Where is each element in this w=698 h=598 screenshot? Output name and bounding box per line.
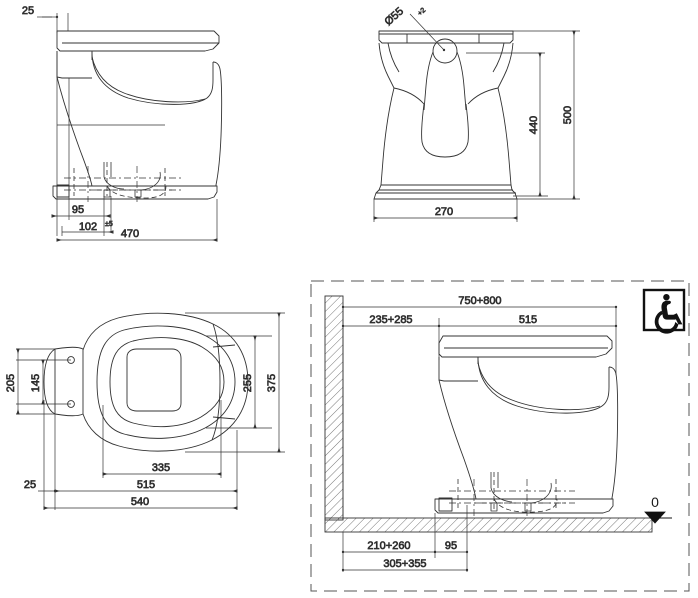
dim-label-d55-tolerance: +2	[417, 7, 428, 18]
rim-flare-right	[497, 42, 514, 89]
seat-ring-outer	[96, 325, 236, 439]
flush-inlet-circle	[432, 38, 458, 64]
datum-label-zero: 0	[651, 494, 659, 510]
bowl-upper-shell	[91, 51, 214, 105]
dim-label-335: 335	[152, 462, 170, 474]
dim-label-255: 255	[242, 374, 254, 392]
inst-bowl-right-flank	[608, 366, 619, 499]
inst-centre-lines	[449, 479, 575, 516]
pedestal-left	[380, 87, 395, 186]
leader-flush-diameter	[409, 13, 446, 52]
dim-label-500: 500	[562, 106, 574, 124]
dimensions-front-elevation: Ø55 +2 440 500 270	[373, 5, 580, 222]
bowl-rim-inner-curve	[91, 56, 206, 103]
view-plan	[43, 312, 249, 452]
dim-label-102-tolerance: ±5	[105, 221, 113, 228]
shoulder-left	[393, 87, 425, 105]
bowl-right-flank	[212, 61, 223, 186]
inst-fixing-square	[438, 497, 453, 512]
shoulder-right	[467, 87, 499, 105]
dim-label-95-inst: 95	[445, 540, 457, 552]
dim-label-210-260: 210+260	[367, 540, 410, 552]
inst-base-plinth	[434, 498, 614, 514]
installation-frame-border	[310, 280, 690, 592]
wheelchair-accessibility-icon	[642, 288, 686, 334]
seat-right-detail-arc	[211, 323, 221, 441]
seat-right-ribs	[212, 344, 236, 420]
dim-label-25-plan: 25	[24, 479, 36, 491]
dim-label-145: 145	[30, 374, 42, 392]
dim-label-270: 270	[435, 206, 453, 218]
dim-label-515-plan: 515	[137, 479, 155, 491]
inst-bowl-rim-curve	[477, 362, 601, 411]
view-side-elevation	[52, 30, 223, 202]
dim-label-750-800: 750+800	[458, 295, 501, 307]
dim-label-440: 440	[528, 116, 540, 134]
dim-label-515-inst: 515	[519, 314, 537, 326]
pedestal-right	[497, 87, 512, 186]
neck-left	[423, 51, 434, 111]
cistern-lid-outline	[56, 30, 220, 52]
dim-label-205: 205	[5, 374, 17, 392]
dim-label-540: 540	[131, 496, 149, 508]
centre-lines-side	[64, 166, 182, 202]
rim-flare-left	[378, 42, 395, 89]
datum-level-marker: 0	[644, 494, 672, 524]
dimensions-side-elevation: 25 95 102 ±5 470	[22, 5, 218, 242]
neck-right	[456, 51, 467, 111]
outlet-spigot-detail	[103, 162, 161, 198]
view-installation: 0 750+800 235+285 515	[310, 280, 690, 592]
inst-pedestal-sweep	[438, 379, 477, 500]
inst-tank-back	[438, 357, 478, 382]
floor-hatch	[324, 517, 653, 533]
base-plinth-outline	[52, 185, 218, 200]
inst-bowl-shell	[477, 356, 610, 414]
dim-label-470: 470	[121, 228, 139, 240]
dim-label-235-285: 235+285	[369, 314, 412, 326]
trap-bulge-outline	[421, 103, 469, 158]
seat-ring-inner	[109, 337, 225, 428]
dim-label-305-355: 305+355	[383, 558, 426, 570]
rim-inner-right	[492, 42, 505, 73]
inst-cistern-outline	[438, 335, 613, 358]
pedestal-left-sweep	[56, 76, 93, 187]
dim-label-102: 102	[79, 221, 97, 233]
rim-inner-left	[387, 42, 400, 73]
bowl-opening-outline	[126, 348, 182, 412]
dim-label-95: 95	[72, 204, 84, 216]
dimensions-installation: 750+800 235+285 515 210+260 95 305+355	[341, 295, 618, 572]
view-front-elevation	[373, 30, 518, 200]
wall-hatch	[324, 295, 344, 521]
dim-label-25-top: 25	[22, 5, 34, 17]
dim-label-375: 375	[266, 374, 278, 392]
dimensions-plan-view: 205 145 255 375 335 515 25 540	[5, 312, 285, 510]
